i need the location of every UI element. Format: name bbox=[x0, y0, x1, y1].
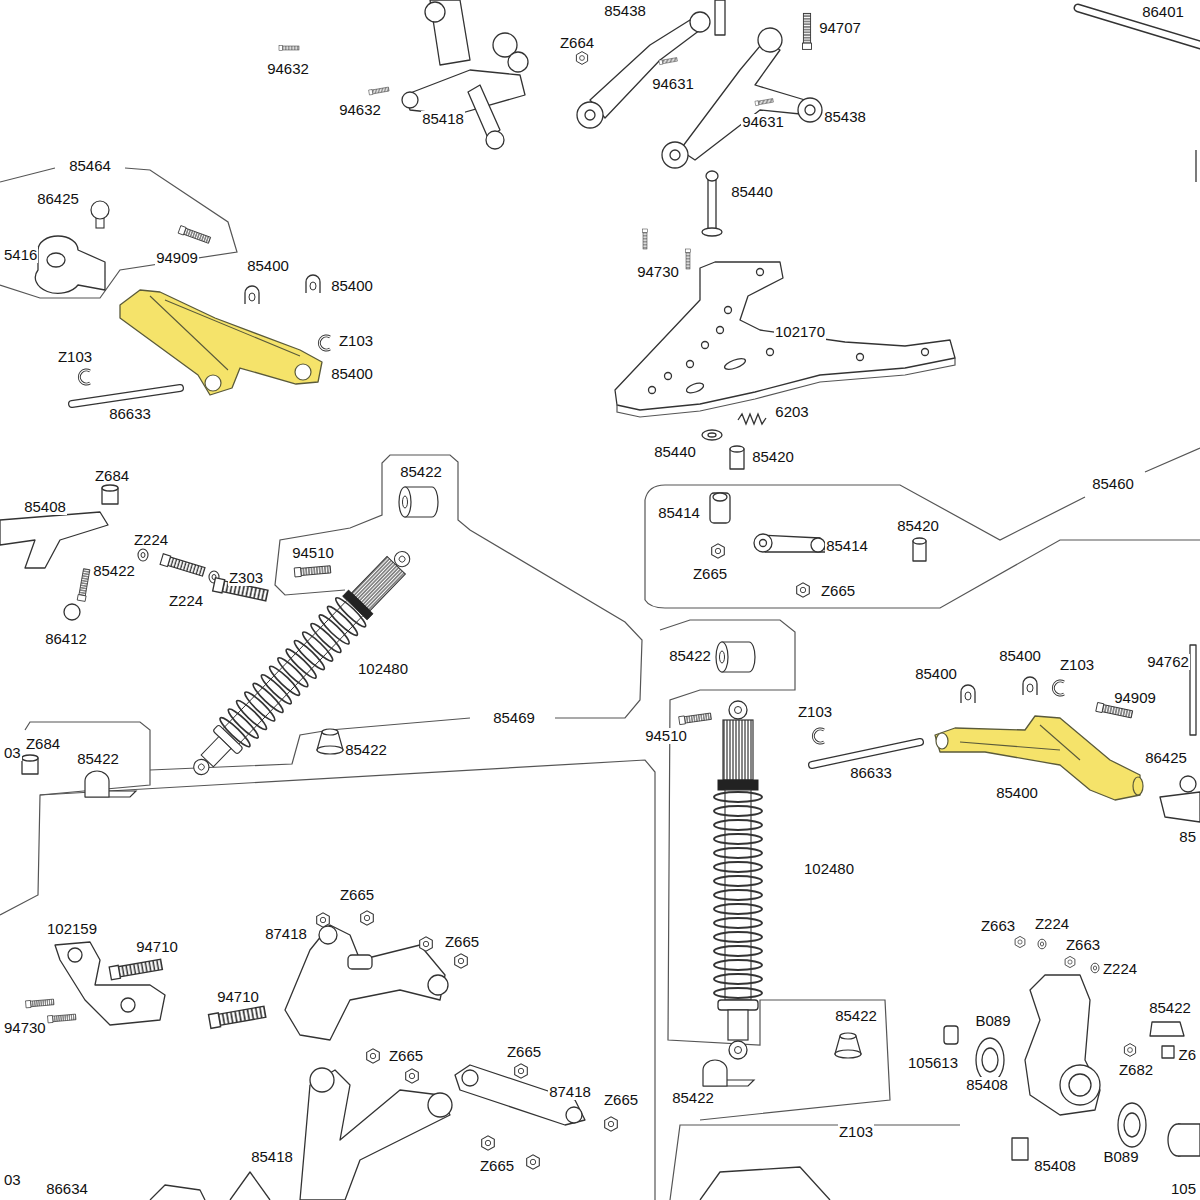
callout-number: 6203 bbox=[774, 404, 809, 421]
callout-number: 85420 bbox=[896, 518, 940, 535]
callout-number: Z103 bbox=[1059, 657, 1095, 674]
callout-number: Z664 bbox=[559, 35, 595, 52]
callout-number: 94710 bbox=[135, 939, 179, 956]
callout-number: 85400 bbox=[914, 666, 958, 683]
callout-number: 87418 bbox=[548, 1084, 592, 1101]
callout-number: Z103 bbox=[338, 333, 374, 350]
callout-number: 85414 bbox=[825, 538, 869, 555]
callout-number: 85408 bbox=[23, 499, 67, 516]
callout-number: 86633 bbox=[849, 765, 893, 782]
callout-number: B089 bbox=[1102, 1149, 1139, 1166]
callout-number: 102159 bbox=[46, 921, 98, 938]
callout-number: 85414 bbox=[657, 505, 701, 522]
callout-number: 85408 bbox=[1033, 1158, 1077, 1175]
callout-number: Z665 bbox=[339, 887, 375, 904]
callout-number: 85460 bbox=[1091, 476, 1135, 493]
callout-number: 85438 bbox=[603, 3, 647, 20]
callout-number: 85418 bbox=[421, 111, 465, 128]
callout-number: 85400 bbox=[330, 278, 374, 295]
callout-number: Z303 bbox=[228, 570, 264, 587]
callout-number: 03 bbox=[3, 745, 22, 762]
callout-number: 94631 bbox=[741, 114, 785, 131]
callout-number: Z682 bbox=[1118, 1062, 1154, 1079]
callout-number: 85420 bbox=[751, 449, 795, 466]
callout-number: 102480 bbox=[357, 661, 409, 678]
callout-number: 94762 bbox=[1146, 654, 1190, 671]
callout-number: 85400 bbox=[998, 648, 1042, 665]
callout-number: Z665 bbox=[603, 1092, 639, 1109]
callout-number: 86401 bbox=[1141, 4, 1185, 21]
callout-number: Z224 bbox=[168, 593, 204, 610]
callout-number: 102170 bbox=[774, 324, 826, 341]
callout-number: Z665 bbox=[479, 1158, 515, 1175]
callout-number: 85 bbox=[1178, 829, 1197, 846]
callout-number: 86634 bbox=[45, 1181, 89, 1198]
callout-number: 85438 bbox=[823, 109, 867, 126]
callout-number: 102480 bbox=[803, 861, 855, 878]
callout-number: Z684 bbox=[94, 468, 130, 485]
callout-number: B089 bbox=[974, 1013, 1011, 1030]
callout-number: 85422 bbox=[399, 464, 443, 481]
callout-number: 94707 bbox=[818, 20, 862, 37]
callout-number: Z663 bbox=[1065, 937, 1101, 954]
callout-number: Z6 bbox=[1177, 1047, 1197, 1064]
callout-number: 94710 bbox=[216, 989, 260, 1006]
callout-number: Z665 bbox=[444, 934, 480, 951]
callout-number: Z224 bbox=[1034, 916, 1070, 933]
callout-number: 85400 bbox=[995, 785, 1039, 802]
callout-number: Z663 bbox=[980, 918, 1016, 935]
callout-number: Z665 bbox=[388, 1048, 424, 1065]
callout-number: Z684 bbox=[25, 736, 61, 753]
callout-number: 94730 bbox=[636, 264, 680, 281]
callout-number: 85469 bbox=[492, 710, 536, 727]
callout-number: 94730 bbox=[3, 1020, 47, 1037]
callout-number: Z665 bbox=[820, 583, 856, 600]
callout-number: 105613 bbox=[907, 1055, 959, 1072]
callout-number: Z103 bbox=[57, 349, 93, 366]
callout-number: 86425 bbox=[36, 191, 80, 208]
callout-number: 94909 bbox=[1113, 690, 1157, 707]
callout-number: 86412 bbox=[44, 631, 88, 648]
callout-number: 86633 bbox=[108, 406, 152, 423]
callout-number: 85422 bbox=[834, 1008, 878, 1025]
callout-number: 105 bbox=[1170, 1181, 1197, 1198]
callout-number: 85440 bbox=[653, 444, 697, 461]
callout-number: 94631 bbox=[651, 76, 695, 93]
callout-number: Z665 bbox=[506, 1044, 542, 1061]
callout-number: 85408 bbox=[965, 1077, 1009, 1094]
callout-number: 86425 bbox=[1144, 750, 1188, 767]
callout-number: 85422 bbox=[671, 1090, 715, 1107]
callout-number: 94632 bbox=[266, 61, 310, 78]
callout-number: 85422 bbox=[76, 751, 120, 768]
callout-number: 85464 bbox=[68, 158, 112, 175]
callout-number: 94510 bbox=[291, 545, 335, 562]
callout-number: Z224 bbox=[133, 532, 169, 549]
callout-number: Z224 bbox=[1102, 961, 1138, 978]
callout-number: 5416 bbox=[3, 247, 38, 264]
callout-number: 94909 bbox=[155, 250, 199, 267]
callout-number: 85440 bbox=[730, 184, 774, 201]
callout-number: 85400 bbox=[246, 258, 290, 275]
callout-number: 85422 bbox=[92, 563, 136, 580]
callout-number: 85422 bbox=[1148, 1000, 1192, 1017]
callout-number: Z103 bbox=[838, 1124, 874, 1141]
callout-number: Z103 bbox=[797, 704, 833, 721]
callout-number: 85422 bbox=[668, 648, 712, 665]
callout-number: 03 bbox=[3, 1172, 22, 1189]
callout-number: 94510 bbox=[644, 728, 688, 745]
callout-number: 87418 bbox=[264, 926, 308, 943]
callout-number: 85400 bbox=[330, 366, 374, 383]
callout-number: 85418 bbox=[250, 1149, 294, 1166]
callout-number: 94632 bbox=[338, 102, 382, 119]
callout-number: Z665 bbox=[692, 566, 728, 583]
callout-number: 85422 bbox=[344, 742, 388, 759]
